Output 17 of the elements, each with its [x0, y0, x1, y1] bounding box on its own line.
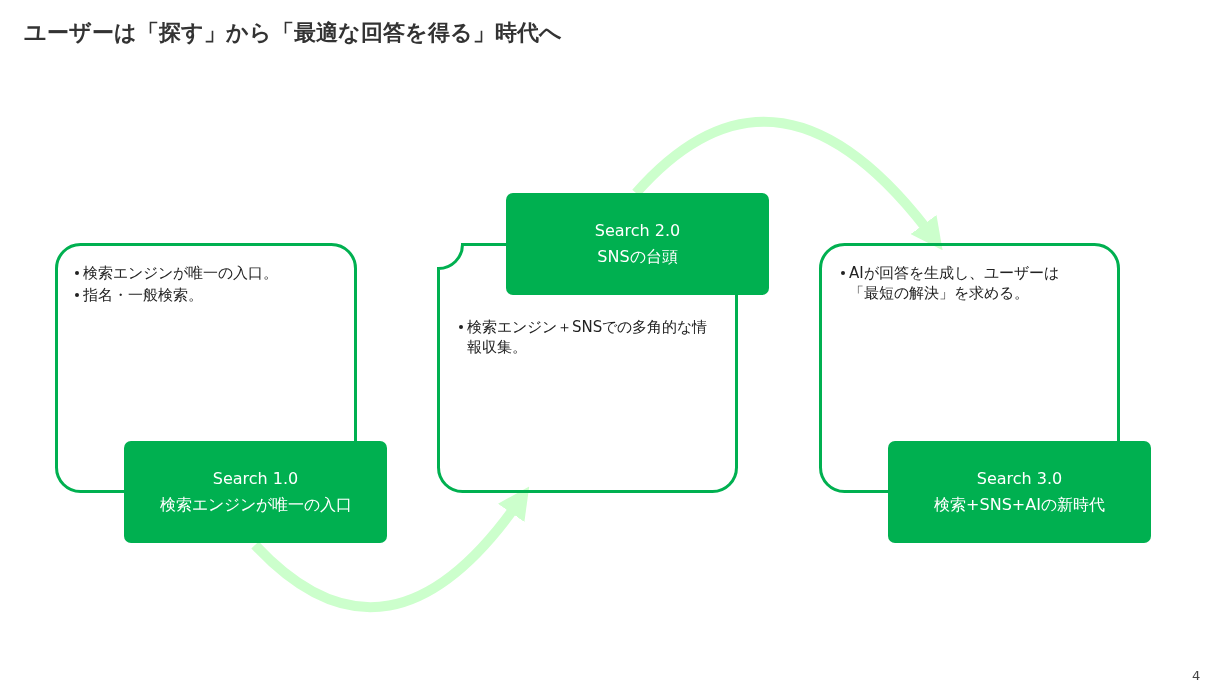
stage-subtitle: 検索+SNS+AIの新時代: [934, 494, 1105, 516]
stage-box: [124, 441, 387, 543]
bullet-text: 検索エンジンが唯一の入口。: [83, 263, 278, 284]
stage-title: Search 2.0: [594, 220, 681, 243]
stage-box: [888, 441, 1151, 543]
bullet-text: AIが回答を生成し、ユーザーは「最短の解決」を求める。: [849, 263, 1060, 304]
stage-title: Search 1.0: [212, 468, 299, 491]
curved-arrow: [632, 117, 943, 250]
page-number: 4: [1192, 668, 1201, 683]
bullet-text: 指名・一般検索。: [83, 285, 203, 306]
curved-arrow: [251, 486, 530, 613]
stage-box: [506, 193, 769, 295]
stage-title: Search 3.0: [976, 468, 1063, 491]
bullet-text: 検索エンジン＋SNSでの多角的な情報収集。: [467, 317, 709, 358]
stage-subtitle: 検索エンジンが唯一の入口: [159, 494, 352, 516]
slide-title: ユーザーは「探す」から「最適な回答を得る」時代へ: [24, 19, 562, 47]
stage-subtitle: SNSの台頭: [597, 246, 678, 268]
